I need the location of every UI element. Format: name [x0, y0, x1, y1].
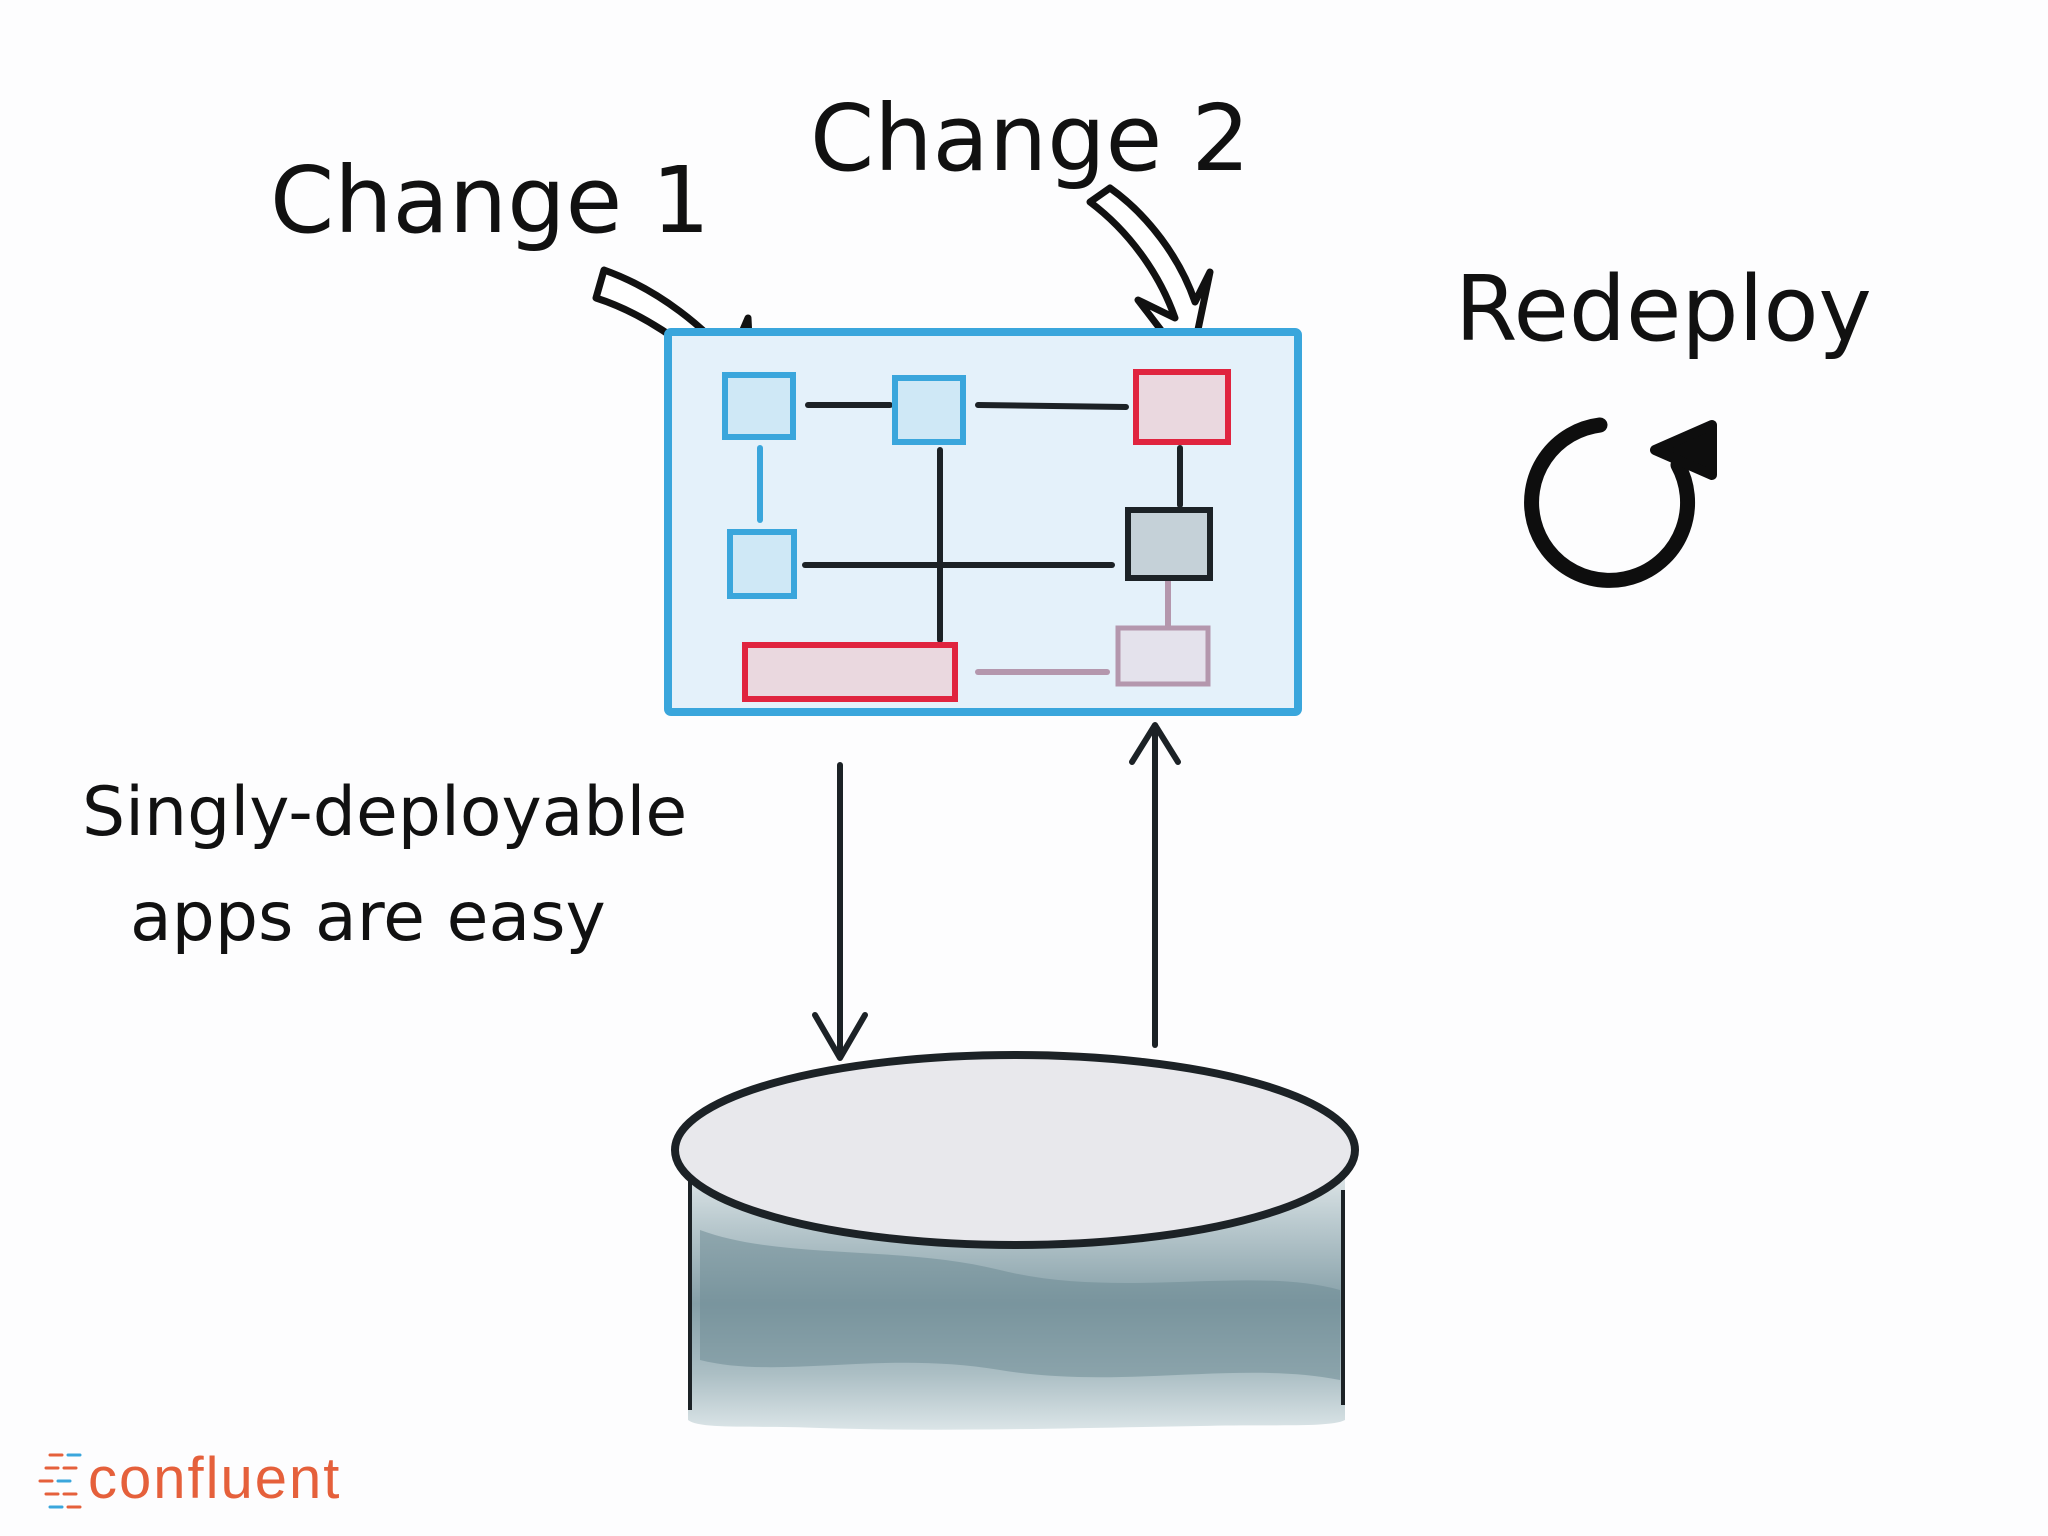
component-blue-3 [727, 529, 797, 599]
change-1-label: Change 1 [270, 147, 710, 254]
component-dark [1125, 507, 1213, 581]
component-connectors [757, 402, 1183, 675]
component-faded [1115, 625, 1211, 687]
change-2-arrow [1086, 184, 1214, 372]
component-changed-2 [1133, 369, 1231, 445]
confluent-logo: confluent [38, 1446, 341, 1511]
logo-mark-icon [38, 1453, 82, 1509]
refresh-icon [1524, 417, 1717, 588]
read-arrow [812, 762, 868, 1061]
redeploy-label: Redeploy [1455, 257, 1872, 362]
component-changed-1 [742, 642, 958, 702]
change-2-label: Change 2 [810, 85, 1250, 192]
component-blue-2 [892, 375, 966, 445]
caption-line-2: apps are easy [130, 878, 606, 957]
database-icon [671, 1051, 1359, 1430]
logo-wordmark: confluent [88, 1446, 341, 1511]
caption-line-1: Singly-deployable [82, 773, 687, 852]
write-arrow [1129, 722, 1181, 1048]
component-blue-1 [722, 372, 796, 440]
